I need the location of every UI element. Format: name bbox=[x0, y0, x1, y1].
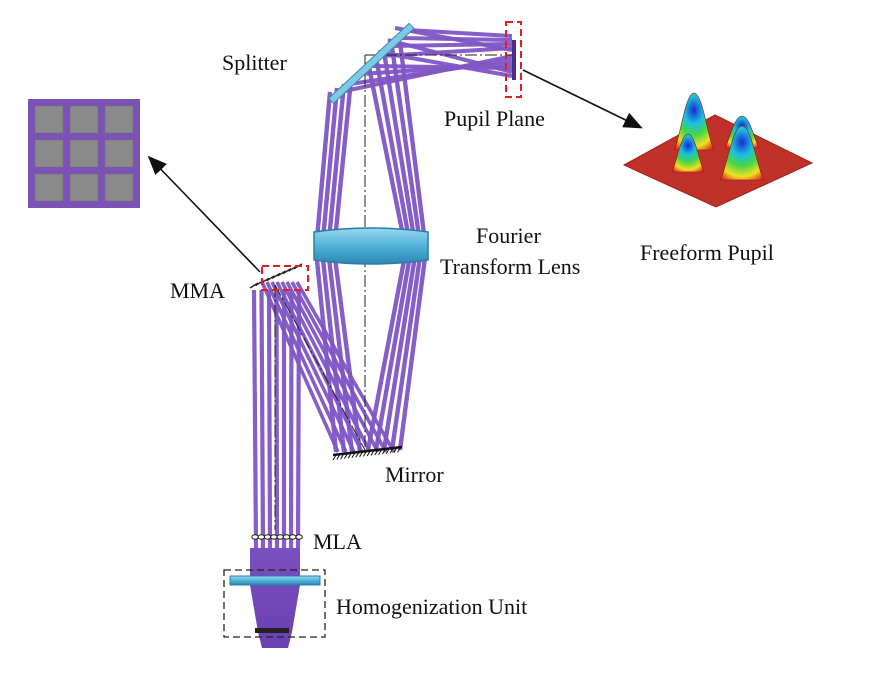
pupil-peak bbox=[671, 133, 705, 173]
label-mma: MMA bbox=[170, 278, 225, 303]
label-splitter: Splitter bbox=[222, 50, 287, 75]
pupil-peak bbox=[719, 125, 765, 181]
micro-mirror bbox=[288, 265, 297, 272]
beam-ray bbox=[274, 289, 280, 549]
mla-lenslet bbox=[295, 534, 303, 540]
mma-inset-grid bbox=[28, 99, 140, 208]
mirror-hatch-mark bbox=[332, 454, 337, 461]
label-fourier-line2: Transform Lens bbox=[440, 254, 580, 279]
mirror-hatch-mark bbox=[362, 451, 367, 457]
mirror-hatch-mark bbox=[366, 450, 371, 457]
pupil-plane-element bbox=[512, 40, 516, 80]
mma-cell bbox=[69, 173, 99, 202]
micro-mirror bbox=[271, 272, 281, 279]
mirror-hatch-mark bbox=[381, 448, 386, 455]
mma-highlight-box bbox=[261, 265, 309, 291]
mirror-hatch-mark bbox=[389, 447, 394, 454]
mla-lenslet bbox=[251, 534, 259, 540]
mirror-hatch-mark bbox=[343, 453, 348, 459]
homogenization-beam bbox=[250, 548, 300, 648]
homogenizer-output-element bbox=[255, 628, 289, 633]
label-mla: MLA bbox=[313, 529, 362, 554]
micro-mirror bbox=[266, 275, 275, 282]
mla-lenslet bbox=[276, 534, 284, 540]
homogenizer-lens bbox=[229, 575, 321, 586]
mla-lenslet bbox=[270, 534, 278, 540]
mirror-hatch-mark bbox=[374, 449, 379, 456]
beam-ray bbox=[377, 50, 513, 78]
mirror-hatch-mark bbox=[355, 452, 360, 458]
mirror-hatch-mark bbox=[397, 447, 402, 453]
mirror-hatch-mark bbox=[393, 447, 398, 454]
beam-ray bbox=[290, 281, 388, 453]
mirror-hatch-mark bbox=[351, 452, 356, 459]
mirror-hatch-mark bbox=[385, 448, 390, 454]
micro-mirror bbox=[277, 270, 286, 277]
mirror-hatch-mark bbox=[347, 452, 352, 459]
mla bbox=[251, 534, 303, 540]
beam-ray bbox=[285, 281, 380, 453]
micro-mirror bbox=[249, 282, 259, 289]
label-homogenization-unit: Homogenization Unit bbox=[336, 594, 527, 619]
beam-ray bbox=[407, 28, 513, 38]
homogenization-unit-box bbox=[223, 569, 326, 638]
beam-ray bbox=[288, 289, 294, 549]
optical-axis bbox=[274, 54, 515, 530]
mma-cell bbox=[104, 173, 134, 202]
freeform-pupil-plot bbox=[622, 92, 814, 208]
beam-ray bbox=[266, 289, 273, 549]
mla-lenslet bbox=[282, 534, 291, 540]
mma-cell bbox=[34, 139, 64, 168]
label-freeform-pupil: Freeform Pupil bbox=[640, 240, 774, 265]
fold-mirror bbox=[332, 445, 403, 461]
mma-cell bbox=[34, 173, 64, 202]
mirror-hatch-mark bbox=[340, 453, 345, 460]
pupil-peak bbox=[673, 92, 715, 151]
beam-ray bbox=[394, 26, 513, 52]
label-mirror: Mirror bbox=[385, 462, 444, 487]
mma-zoom-arrow bbox=[147, 155, 261, 273]
mirror-hatch-mark bbox=[336, 454, 341, 460]
mma-cell bbox=[104, 139, 134, 168]
fourier-transform-lens bbox=[313, 227, 429, 265]
mma-cell bbox=[69, 105, 99, 134]
beam-ray bbox=[259, 289, 266, 549]
pupil-zoom-arrow bbox=[522, 69, 643, 129]
beam-ray bbox=[295, 281, 396, 453]
beam-ray bbox=[251, 289, 259, 549]
mma-cell bbox=[104, 105, 134, 134]
micro-mirror bbox=[282, 268, 292, 275]
mla-lenslet bbox=[263, 534, 272, 540]
label-fourier-line1: Fourier bbox=[476, 223, 541, 248]
mla-lenslet bbox=[289, 534, 297, 540]
mma-cell bbox=[69, 139, 99, 168]
mla-lenslet bbox=[257, 534, 265, 540]
beam-ray bbox=[387, 38, 513, 74]
label-pupil-plane: Pupil Plane bbox=[444, 106, 545, 131]
splitter bbox=[328, 22, 415, 105]
mirror-hatch-mark bbox=[378, 449, 383, 455]
mma-cell bbox=[34, 105, 64, 134]
mirror-hatch-mark bbox=[359, 451, 364, 458]
mirror-hatch-mark bbox=[370, 450, 375, 456]
beam-ray bbox=[295, 289, 302, 549]
